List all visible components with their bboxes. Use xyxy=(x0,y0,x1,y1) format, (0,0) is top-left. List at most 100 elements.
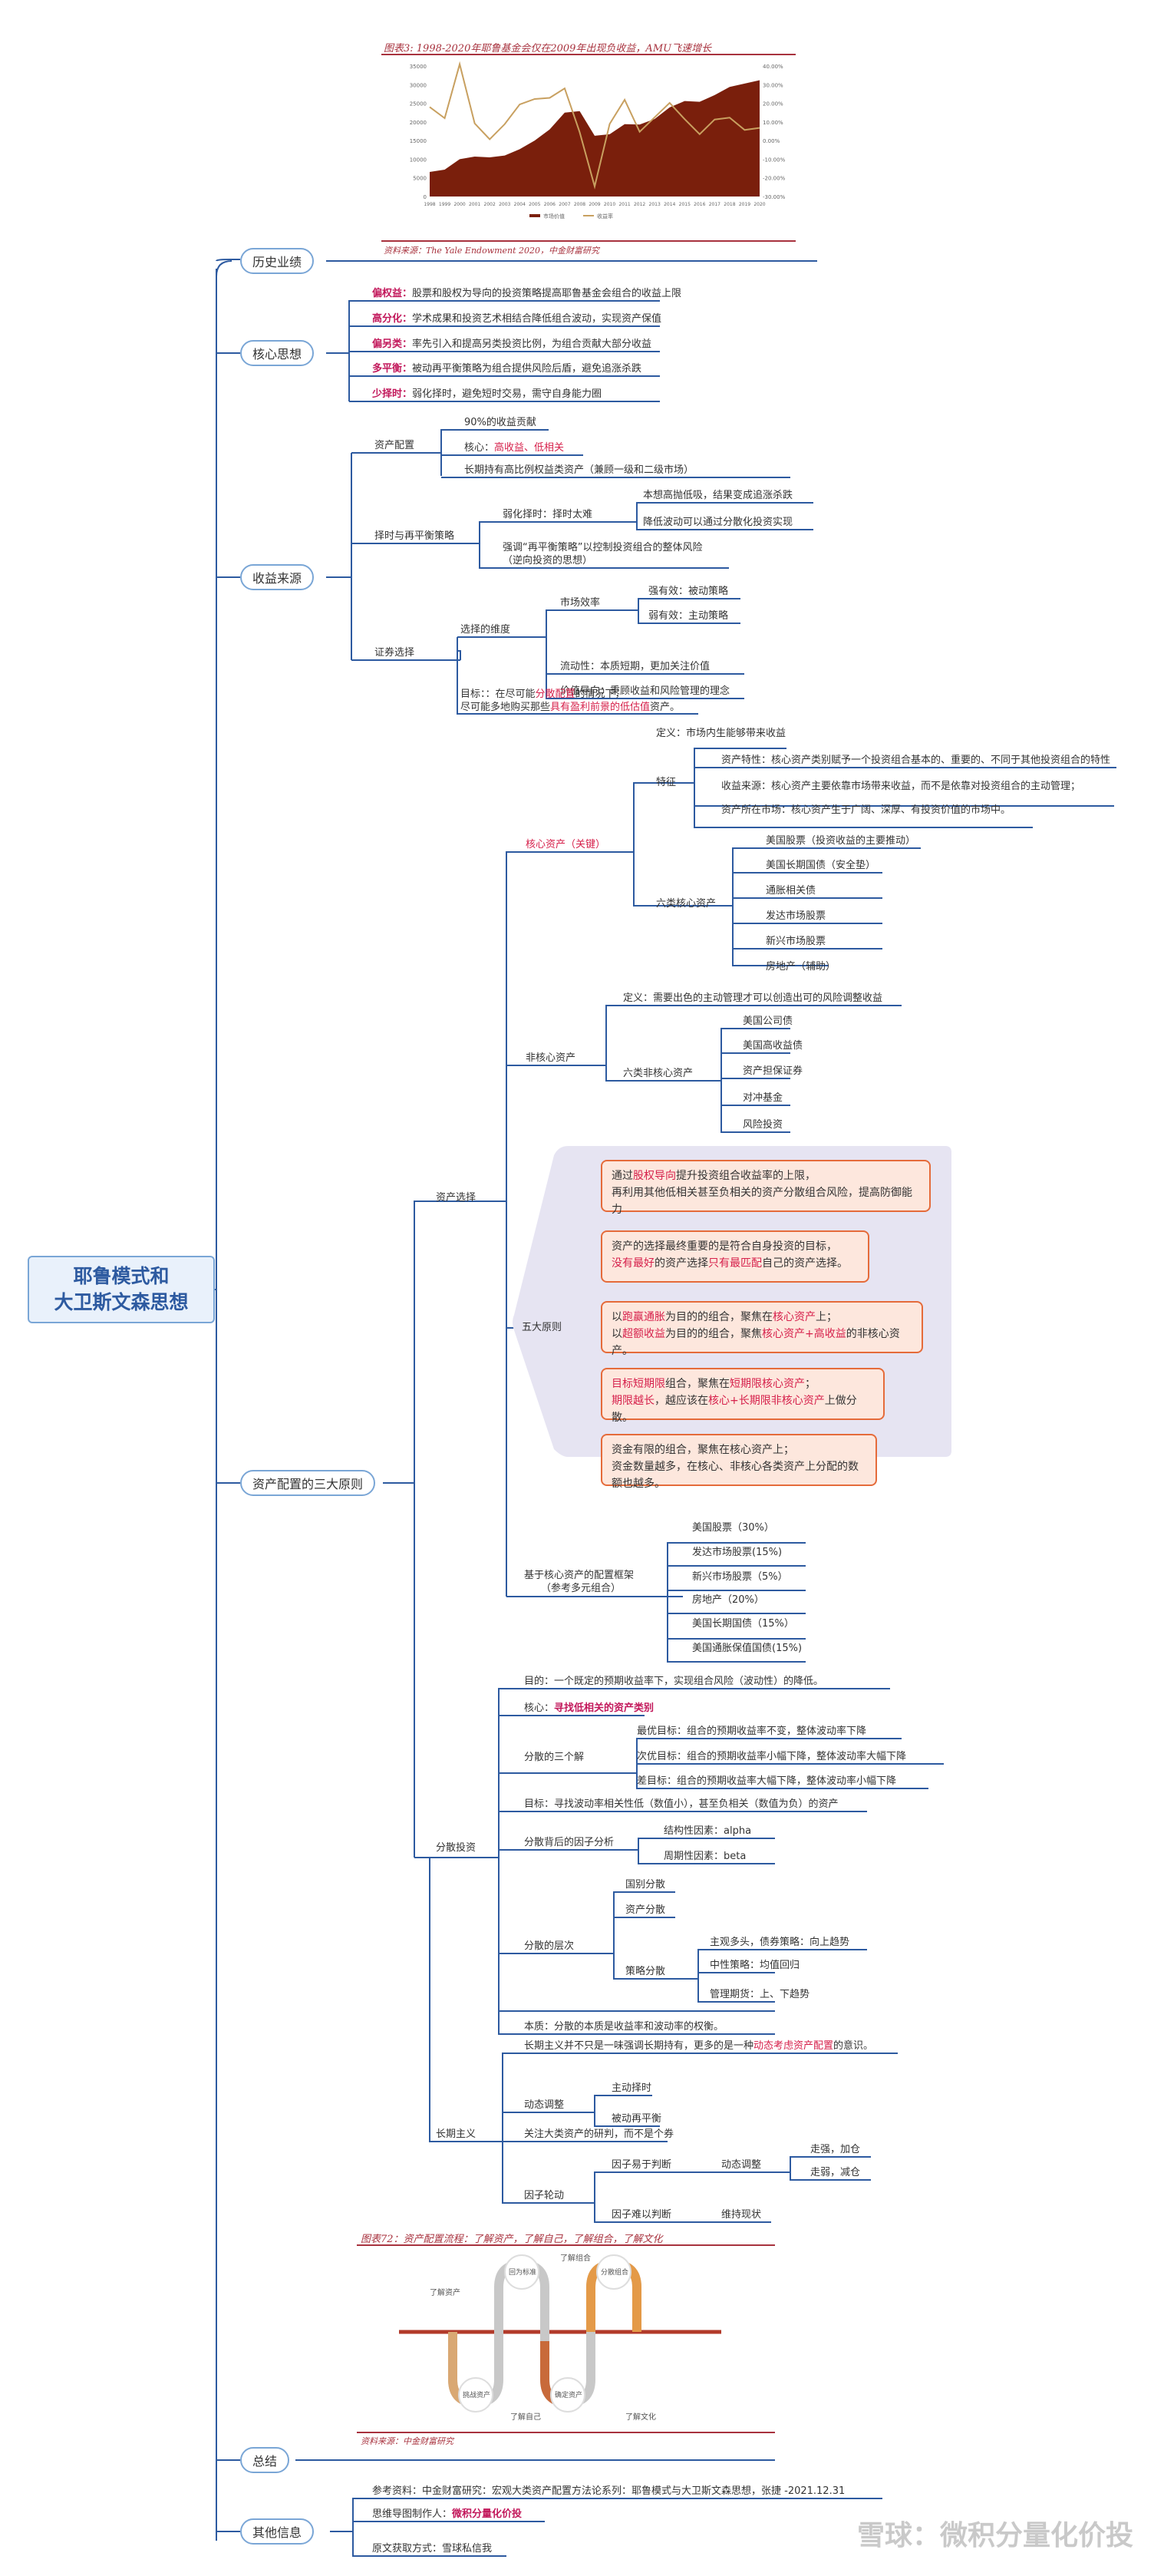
y-right-tick-label: 10.00% xyxy=(763,120,783,126)
node-other[interactable]: 其他信息 xyxy=(240,2518,315,2545)
y-left-tick-label: 35000 xyxy=(410,64,427,70)
source-weak-item: 本想高抛低吸，结果变成追涨杀跌 xyxy=(643,490,793,501)
other-reference: 参考资料：中金财富研究：宏观大类资产配置方法论系列：耶鲁模式与大卫斯文森思想，张… xyxy=(372,2485,846,2497)
core-feature-item: 资产特性：核心资产类别赋予一个投资组合基本的、重要的、不同于其他投资组合的特性 xyxy=(721,755,1111,766)
core-item: 偏权益：股票和股权为导向的投资策略提高耶鲁基金会组合的收益上限 xyxy=(372,288,682,299)
y-right-tick-label: -10.00% xyxy=(763,157,786,163)
x-tick-label: 2008 xyxy=(574,202,585,207)
node-history[interactable]: 历史业绩 xyxy=(240,248,315,274)
factors: 分散背后的因子分析 xyxy=(524,1837,615,1848)
six-core-item: 发达市场股票 xyxy=(766,910,826,922)
watermark: 雪球：微积分量化价投 xyxy=(856,2520,1133,2551)
three-sol-item: 次优目标：组合的预期收益率小幅下降，整体波动率大幅下降 xyxy=(637,1751,907,1762)
x-tick-label: 2013 xyxy=(649,202,661,207)
principle-box: 通过股权导向提升投资组合收益率的上限，再利用其他低相关甚至负相关的资产分散组合风… xyxy=(601,1160,931,1216)
framework-item: 发达市场股票(15%) xyxy=(692,1547,783,1558)
lt-judge: 因子易于判断 xyxy=(612,2159,672,2171)
principle-box: 目标短期限组合，聚焦在短期限核心资产；期限越长，越应该在核心+长期限非核心资产上… xyxy=(601,1368,885,1424)
lt-dynamic: 动态调整 xyxy=(524,2099,565,2111)
div-level-item: 资产分散 xyxy=(625,1904,666,1916)
y-left-tick-label: 0 xyxy=(424,194,427,200)
process-node: 确定资产 xyxy=(555,2392,583,2399)
six-noncore: 六类非核心资产 xyxy=(623,1068,694,1079)
six-core-item: 美国股票（投资收益的主要推动） xyxy=(766,835,916,847)
framework-item: 美国通胀保值国债(15%) xyxy=(692,1643,803,1654)
x-tick-label: 2020 xyxy=(753,202,765,207)
bottom-figure-rule-bottom xyxy=(357,2432,775,2433)
three-sol: 分散的三个解 xyxy=(524,1752,585,1763)
core-item: 多平衡：被动再平衡策略为组合提供风险后盾，避免追涨杀跌 xyxy=(372,363,642,375)
x-tick-label: 2012 xyxy=(634,202,645,207)
source-market-item: 强有效：被动策略 xyxy=(648,586,729,597)
process-node: 回为标准 xyxy=(509,2269,537,2277)
core-def: 定义：市场内生能够带来收益 xyxy=(656,728,786,739)
y-left-tick-label: 30000 xyxy=(410,82,427,88)
x-tick-label: 2005 xyxy=(529,202,540,207)
top-figure-rule xyxy=(381,54,796,55)
bottom-figure-caption: 图表72：资产配置流程：了解资产，了解自己，了解组合，了解文化 xyxy=(361,2234,663,2245)
series-market-value-area xyxy=(430,80,760,197)
x-tick-label: 1999 xyxy=(439,202,450,207)
source-alloc: 资产配置 xyxy=(374,440,415,451)
y-right-tick-label: -20.00% xyxy=(763,176,786,182)
bottom-figure-rule xyxy=(357,2244,775,2246)
div-goal: 目的：一个既定的预期收益率下，实现组合风险（波动性）的降低。 xyxy=(524,1676,824,1687)
six-noncore-item: 美国高收益债 xyxy=(743,1040,803,1052)
top-figure-rule-bottom xyxy=(381,240,796,242)
process-label: 了解资产 xyxy=(430,2289,460,2297)
node-summary[interactable]: 总结 xyxy=(240,2447,290,2473)
div-target: 目标：寻找波动率相关性低（数值小），甚至负相关（数值为负）的资产 xyxy=(524,1798,839,1810)
lt-dyn-item: 被动再平衡 xyxy=(612,2113,662,2125)
source-goal: 目标：：在尽可能分散配置的情况下， xyxy=(460,689,625,700)
framework-item: 美国股票（30%） xyxy=(692,1522,774,1534)
node-source[interactable]: 收益来源 xyxy=(240,564,315,590)
x-tick-label: 2018 xyxy=(724,202,735,207)
lt-judge-item: 走强，加仓 xyxy=(810,2144,861,2155)
source-alloc-item: 核心：高收益、低相关 xyxy=(464,442,565,454)
node-principles[interactable]: 资产配置的三大原则 xyxy=(240,1470,376,1496)
principle-box: 资金有限的组合，聚焦在核心资产上；资金数量越多，在核心、非核心各类资产上分配的数… xyxy=(601,1434,877,1490)
node-core[interactable]: 核心思想 xyxy=(240,340,315,366)
bottom-figure-source: 资料来源：中金财富研究 xyxy=(361,2436,453,2446)
strategy-item: 主观多头，债券策略：向上趋势 xyxy=(710,1937,850,1948)
x-tick-label: 2017 xyxy=(709,202,720,207)
three-sol-item: 最优目标：组合的预期收益率不变，整体波动率下降 xyxy=(637,1726,867,1737)
y-left-tick-label: 20000 xyxy=(410,120,427,126)
factor-item: 结构性因素：alpha xyxy=(664,1825,752,1837)
top-figure-caption: 图表3: 1998-2020年耶鲁基金会仅在2009年出现负收益，AMU飞速增长 xyxy=(384,43,712,54)
process-diagram xyxy=(399,2254,721,2413)
x-tick-label: 2015 xyxy=(679,202,691,207)
six-noncore-item: 风险投资 xyxy=(743,1119,783,1131)
x-tick-label: 2003 xyxy=(499,202,510,207)
legend-swatch-area xyxy=(529,214,540,217)
x-tick-label: 2001 xyxy=(469,202,480,207)
core-feature-item: 资产所在市场：核心资产生于广阔、深厚、有投资价值的市场中。 xyxy=(721,804,1011,816)
lt-judge-item: 走弱，减仓 xyxy=(810,2167,861,2178)
root-node[interactable]: 耶鲁模式和 大卫斯文森思想 xyxy=(28,1256,215,1323)
core-item: 少择时：弱化择时，避免短时交易，需守自身能力圈 xyxy=(372,388,602,400)
div-essence: 本质：分散的本质是收益率和波动率的权衡。 xyxy=(524,2021,724,2033)
x-tick-label: 2004 xyxy=(514,202,526,207)
source-rebalance-2: （逆向投资的思想） xyxy=(503,555,593,566)
y-left-tick-label: 15000 xyxy=(410,138,427,144)
source-value: 价值导向：秉顾收益和风险管理的理念 xyxy=(560,685,730,697)
div-levels: 分散的层次 xyxy=(524,1940,575,1952)
y-left-tick-label: 25000 xyxy=(410,101,427,107)
div-level-item: 国别分散 xyxy=(625,1879,666,1891)
x-tick-label: 2014 xyxy=(664,202,675,207)
source-market-eff: 市场效率 xyxy=(560,597,601,609)
noncore-def: 定义：需要出色的主动管理才可以创造出可的风险调整收益 xyxy=(623,992,883,1004)
source-weak-item: 降低波动可以通过分散化投资实现 xyxy=(643,517,793,528)
noncore: 非核心资产 xyxy=(526,1052,576,1064)
six-noncore-item: 资产担保证券 xyxy=(743,1065,803,1077)
six-core-item: 房地产（辅助） xyxy=(766,961,836,973)
other-source: 原文获取方式：雪球私信我 xyxy=(372,2543,493,2555)
lt-dyn-item: 主动择时 xyxy=(612,2082,652,2094)
source-timing: 择时与再平衡策略 xyxy=(374,530,455,542)
y-right-tick-label: 0.00% xyxy=(763,138,780,144)
lt-hard: 因子难以判断 xyxy=(612,2209,672,2221)
lt-hold: 维持现状 xyxy=(721,2209,762,2221)
diversify: 分散投资 xyxy=(436,1842,476,1854)
six-core-item: 通胀相关债 xyxy=(766,885,816,897)
core-item: 偏另类：率先引入和提高另类投资比例，为组合贡献大部分收益 xyxy=(372,339,652,350)
